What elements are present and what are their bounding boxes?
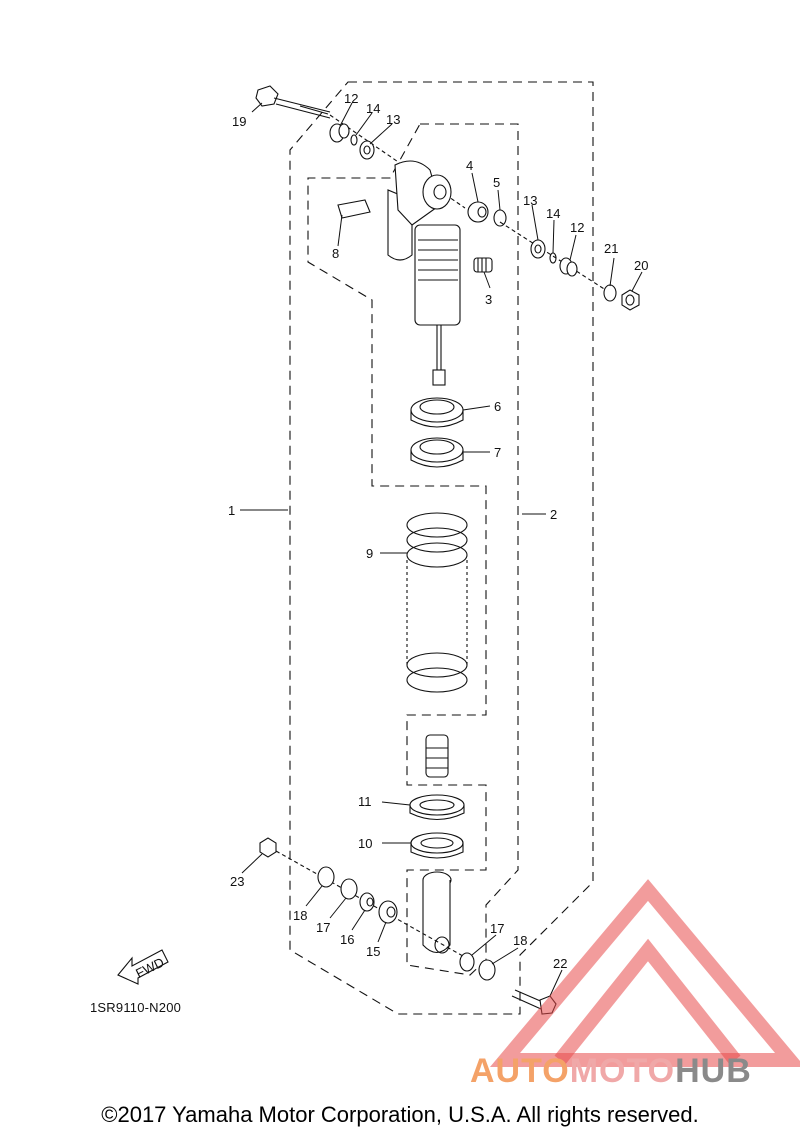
seal-13-left [359, 140, 375, 160]
shock-upper-body [387, 160, 461, 386]
callout-14-right: 14 [546, 206, 560, 221]
nut-23 [259, 837, 277, 858]
ring-nut-7 [410, 437, 464, 468]
nut-20 [621, 289, 640, 311]
collar-12-right [559, 257, 578, 277]
bump-stop [425, 734, 449, 778]
callout-11: 11 [358, 794, 372, 809]
callout-17-right: 17 [490, 921, 504, 936]
callout-13-left: 13 [386, 112, 400, 127]
callout-22: 22 [553, 956, 567, 971]
seal-13-right [530, 239, 546, 259]
fwd-label: FWD [133, 954, 166, 980]
bearing-15 [378, 900, 398, 924]
callout-20: 20 [634, 258, 648, 273]
lower-clevis [422, 871, 452, 954]
collar-12-left [329, 123, 350, 143]
watermark-auto: AUTO [470, 1052, 570, 1090]
callout-13-right: 13 [523, 193, 537, 208]
copyright-notice: ©2017 Yamaha Motor Corporation, U.S.A. A… [101, 1102, 699, 1127]
washer-21 [603, 284, 617, 302]
diagram-code: 1SR9110-N200 [90, 1000, 182, 1015]
callout-8: 8 [332, 246, 339, 261]
callout-23: 23 [230, 874, 244, 889]
callout-3: 3 [485, 292, 492, 307]
ring-5 [493, 209, 507, 227]
callout-18-right: 18 [513, 933, 527, 948]
spring-9 [406, 512, 468, 693]
callout-14-left: 14 [366, 101, 380, 116]
callout-10: 10 [358, 836, 372, 851]
watermark-moto: MOTO [569, 1052, 676, 1090]
adjuster-3 [473, 257, 493, 273]
callout-2: 2 [550, 507, 557, 522]
oring-14-left [350, 134, 358, 146]
callout-6: 6 [494, 399, 501, 414]
leader-lines [240, 102, 643, 997]
callout-12-left: 12 [344, 91, 358, 106]
callout-15: 15 [366, 944, 380, 959]
ring-nut-6 [410, 397, 464, 428]
callout-18-left: 18 [293, 908, 307, 923]
callout-17-left: 17 [316, 920, 330, 935]
bushing-4 [467, 201, 489, 223]
callout-9: 9 [366, 546, 373, 561]
seal-17-left [340, 878, 358, 900]
callout-21: 21 [604, 241, 618, 256]
callout-1: 1 [228, 503, 235, 518]
bolt-19 [255, 85, 331, 119]
callout-5: 5 [493, 175, 500, 190]
seal-17-right [459, 952, 475, 972]
callout-16: 16 [340, 932, 354, 947]
collar-18-right [478, 959, 496, 981]
watermark-hub: HUB [675, 1052, 752, 1090]
assembly-2-boundary [307, 123, 519, 976]
label-sticker-8 [337, 199, 371, 219]
callout-7: 7 [494, 445, 501, 460]
callout-4: 4 [466, 158, 473, 173]
guide-11 [409, 794, 465, 821]
collar-16 [359, 892, 375, 912]
collar-18-left [317, 866, 335, 888]
callout-19: 19 [232, 114, 246, 129]
assembly-1-boundary [289, 81, 594, 1015]
automotohub-logo-icon [489, 879, 800, 1067]
fwd-arrow-icon [117, 949, 169, 985]
callout-12-right: 12 [570, 220, 584, 235]
watermark-text: AUTOMOTOHUB [470, 1052, 752, 1091]
seat-10 [410, 832, 464, 859]
